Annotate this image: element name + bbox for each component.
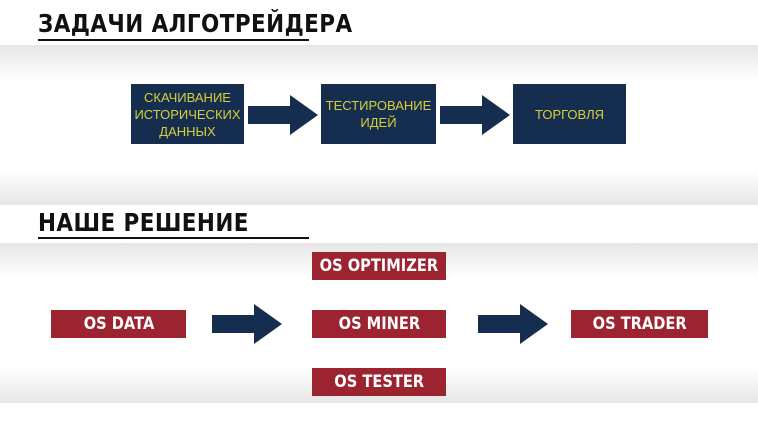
tasks-heading-underline: [38, 39, 309, 41]
os-trader-label: OS TRADER: [592, 314, 687, 334]
os-trader-box: OS TRADER: [571, 310, 708, 338]
arrow-right-icon: [478, 304, 548, 344]
task-trading-label: ТОРГОВЛЯ: [534, 106, 604, 122]
os-tester-label: OS TESTER: [334, 372, 424, 392]
task-test-ideas: ТЕСТИРОВАНИЕ ИДЕЙ: [321, 84, 436, 144]
task-test-ideas-label: ТЕСТИРОВАНИЕ ИДЕЙ: [325, 98, 432, 130]
arrow-right-icon: [440, 95, 510, 135]
os-tester-box: OS TESTER: [312, 368, 446, 396]
os-optimizer-label: OS OPTIMIZER: [319, 256, 439, 276]
arrow-right-icon: [248, 95, 318, 135]
os-optimizer-box: OS OPTIMIZER: [312, 252, 446, 280]
os-data-box: OS DATA: [51, 310, 186, 338]
os-data-label: OS DATA: [83, 314, 154, 334]
task-download-history: СКАЧИВАНИЕ ИСТОРИЧЕСКИХ ДАННЫХ: [131, 84, 244, 144]
os-miner-label: OS MINER: [338, 314, 420, 334]
task-download-history-label: СКАЧИВАНИЕ ИСТОРИЧЕСКИХ ДАННЫХ: [134, 89, 241, 139]
arrow-right-icon: [212, 304, 282, 344]
task-trading: ТОРГОВЛЯ: [513, 84, 626, 144]
solution-heading-underline: [38, 237, 309, 239]
os-miner-box: OS MINER: [312, 310, 446, 338]
tasks-heading: ЗАДАЧИ АЛГОТРЕЙДЕРА: [38, 9, 353, 38]
solution-heading: НАШЕ РЕШЕНИЕ: [38, 208, 249, 237]
